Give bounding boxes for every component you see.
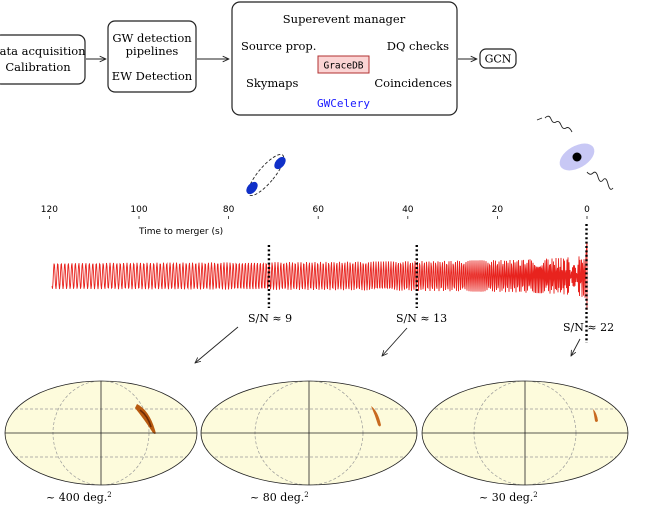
pipelines-label: pipelines (126, 44, 179, 58)
snr-markers (267, 224, 588, 343)
skymap-area-2: ~ 80 deg.2 (250, 491, 309, 504)
pipelines-box (107, 20, 197, 93)
gw-waveform (51, 241, 588, 310)
skymap-area-3: ~ 30 deg.2 (479, 491, 538, 504)
snr-labels: S/N ≈ 9 S/N ≈ 13 S/N ≈ 22 (248, 312, 614, 334)
data-acquisition-label: Data acquisition (0, 44, 86, 58)
data-acquisition-box (0, 34, 86, 85)
gcn-label: GCN (485, 53, 512, 66)
axis-tick-label: 120 (41, 205, 58, 215)
axis-tick-label: 20 (492, 205, 504, 215)
skymap-area-1: ~ 400 deg.2 (46, 491, 112, 504)
flowchart: Data acquisition Calibration GW detectio… (0, 1, 517, 116)
ew-detection-label: EW Detection (112, 69, 193, 83)
skymap-400: ~ 400 deg.2 (4, 380, 198, 504)
skymap-30: ~ 30 deg.2 (421, 380, 629, 504)
superevent-manager-title: Superevent manager (283, 12, 406, 26)
coincidences-label: Coincidences (374, 76, 452, 90)
axis-tick-label: 40 (402, 205, 414, 215)
axis-tick-label: 0 (584, 205, 590, 215)
axis-tick-label: 80 (223, 205, 235, 215)
axis-tick-label: 60 (312, 205, 324, 215)
skymaps-label: Skymaps (246, 76, 298, 90)
skymap-80: ~ 80 deg.2 (200, 380, 418, 504)
gw-detection-label: GW detection (112, 31, 192, 45)
axis-ticks: 120 100 80 60 40 20 0 (41, 205, 590, 219)
merger-remnant-icon (536, 115, 614, 190)
axis-label: Time to merger (s) (138, 227, 223, 237)
snr-label-2: S/N ≈ 13 (396, 312, 447, 325)
snr-arrows (195, 326, 581, 363)
dq-checks-label: DQ checks (387, 39, 449, 53)
gcn-box (479, 48, 517, 69)
gracedb-label: GraceDB (323, 61, 363, 72)
gwcelery-label: GWCelery (317, 97, 370, 110)
snr-label-1: S/N ≈ 9 (248, 312, 292, 325)
snr-label-3: S/N ≈ 22 (563, 321, 614, 334)
source-prop-label: Source prop. (241, 39, 316, 53)
gracedb-box (317, 55, 370, 74)
binary-inspiral-icon (246, 153, 286, 197)
calibration-label: Calibration (5, 60, 71, 74)
axis-tick-label: 100 (130, 205, 147, 215)
timeline-axis: 120 100 80 60 40 20 0 Time to merger (s) (41, 205, 590, 237)
